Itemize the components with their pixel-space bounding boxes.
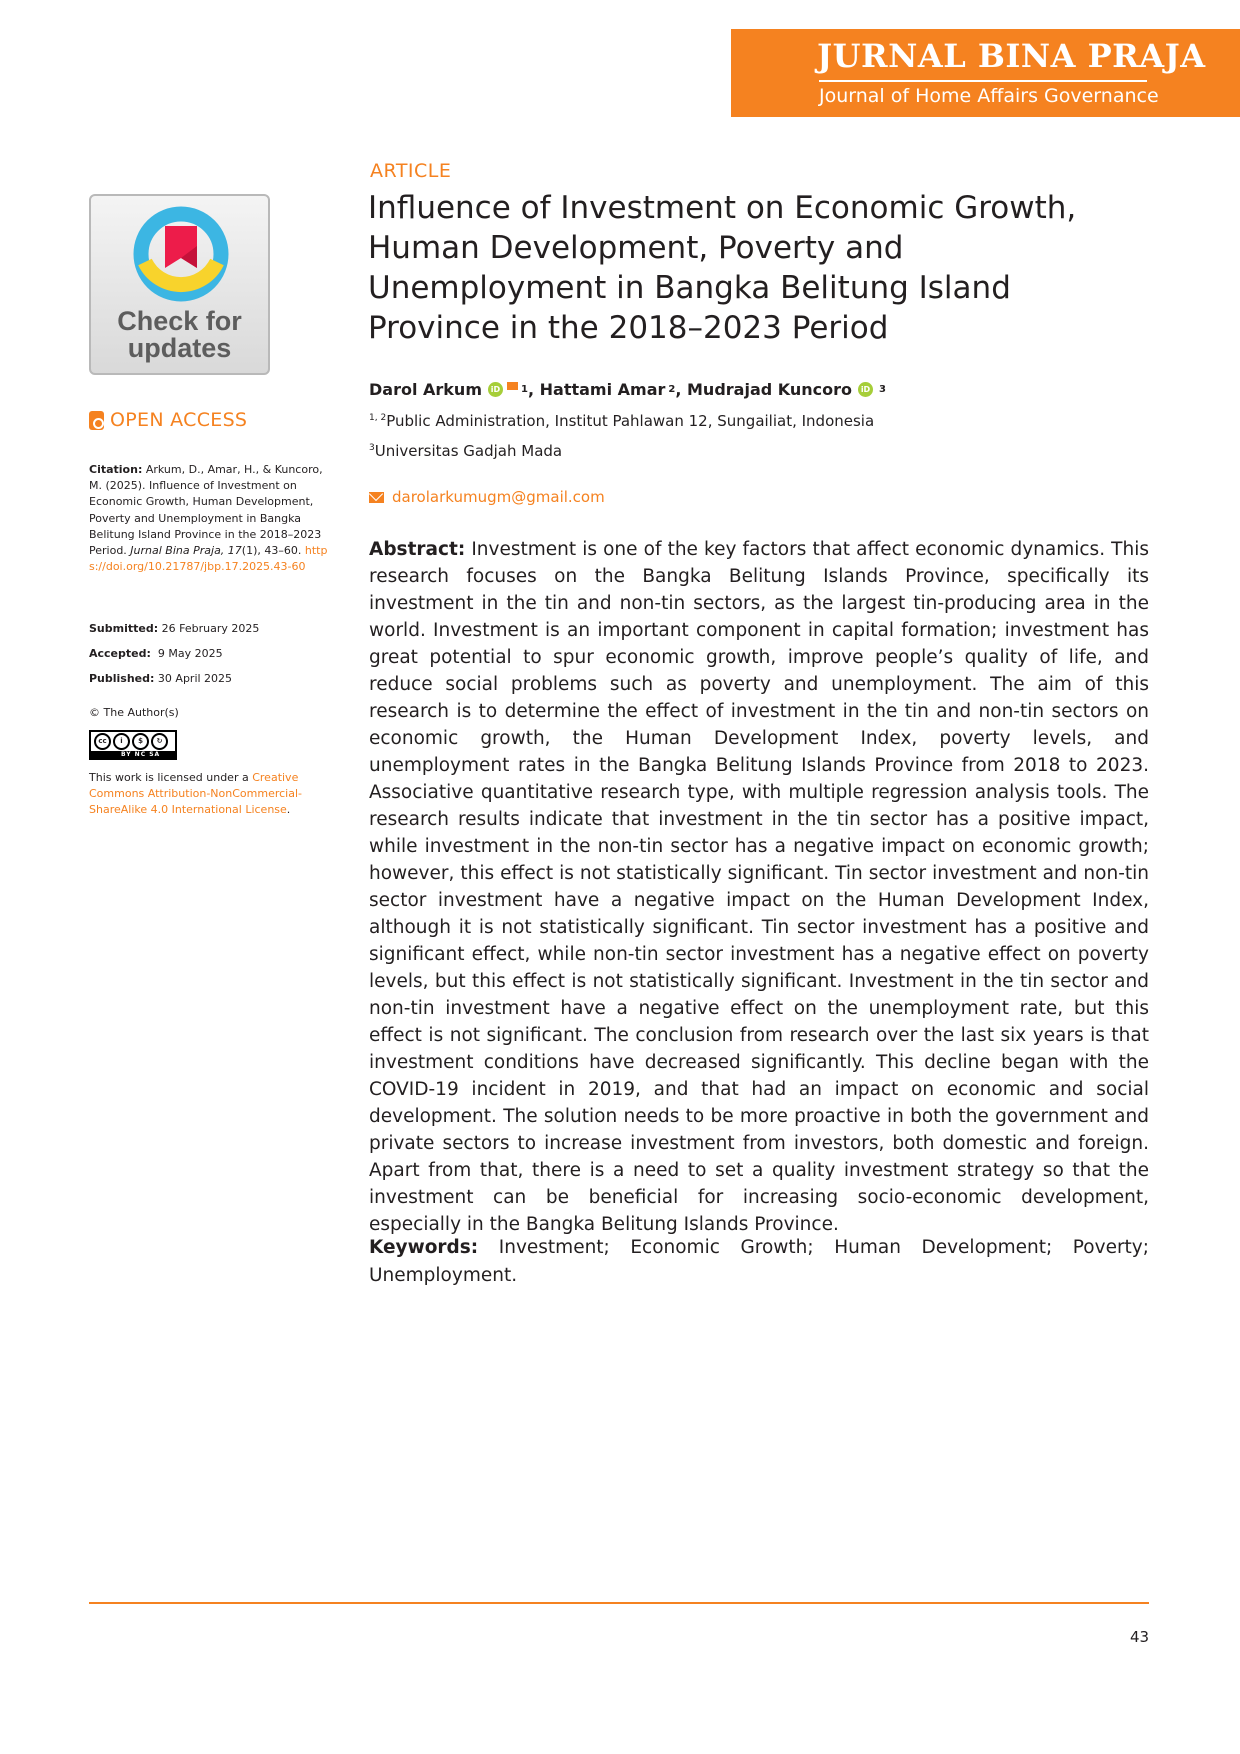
submitted-date: 26 February 2025 <box>161 622 260 635</box>
by-icon: i <box>113 733 130 750</box>
affiliation-text: Public Administration, Institut Pahlawan… <box>386 412 875 430</box>
sa-icon: ↻ <box>151 733 168 750</box>
author-name: Mudrajad Kuncoro <box>687 380 853 399</box>
accepted-label: Accepted: <box>89 647 151 660</box>
citation-journal: Jurnal Bina Praja, 17 <box>130 544 242 558</box>
cc-icon: cc <box>94 733 111 750</box>
crossmark-line1: Check for <box>117 306 242 336</box>
cc-badge-labels: BY NC SA <box>91 751 175 758</box>
doi-link[interactable]: https://doi.org/10.21787/jbp.17.2025.43-… <box>89 544 328 574</box>
open-access-text: OPEN ACCESS <box>110 409 248 431</box>
copyright-notice: © The Author(s) <box>89 706 179 719</box>
abstract-label: Abstract: <box>369 539 466 560</box>
crossmark-line2: updates <box>127 333 232 363</box>
check-for-updates-text: Check for updates <box>91 308 268 362</box>
journal-subtitle: Journal of Home Affairs Governance <box>819 85 1159 107</box>
license-prefix: This work is licensed under a <box>89 771 249 784</box>
affiliation-sup: 3 <box>369 443 375 453</box>
published-label: Published: <box>89 672 155 685</box>
submitted-label: Submitted: <box>89 622 159 635</box>
orcid-icon[interactable]: iD <box>488 382 503 397</box>
cc-license-badge[interactable]: cc i $ ↻ BY NC SA <box>89 730 177 760</box>
author-list: Darol Arkum iD 1, Hattami Amar 2, Mudraj… <box>369 380 886 399</box>
crossmark-icon <box>133 206 229 302</box>
email-icon[interactable] <box>507 381 518 390</box>
corresponding-email[interactable]: darolarkumugm@gmail.com <box>369 488 605 506</box>
open-access-label: OPEN ACCESS <box>89 409 247 431</box>
keywords: Keywords: Investment; Economic Growth; H… <box>369 1234 1149 1290</box>
envelope-icon <box>369 491 384 503</box>
author-name: Darol Arkum <box>369 380 482 399</box>
page-number: 43 <box>1130 1628 1150 1646</box>
author-name: Hattami Amar <box>539 380 666 399</box>
license-link[interactable]: Creative Commons Attribution-NonCommerci… <box>89 771 302 816</box>
published-date: 30 April 2025 <box>157 672 233 685</box>
keywords-text: Investment; Economic Growth; Human Devel… <box>369 1237 1149 1286</box>
journal-name: JURNAL BINA PRAJA <box>817 37 1206 75</box>
email-address[interactable]: darolarkumugm@gmail.com <box>392 488 605 506</box>
submitted-row: Submitted: 26 February 2025 <box>89 616 329 641</box>
article-title: Influence of Investment on Economic Grow… <box>368 190 1077 346</box>
orcid-icon[interactable]: iD <box>858 382 874 397</box>
open-lock-icon <box>89 410 104 430</box>
journal-divider <box>819 80 1147 82</box>
affiliation-sup: 1, 2 <box>369 413 387 423</box>
journal-banner: JURNAL BINA PRAJA Journal of Home Affair… <box>731 29 1240 117</box>
abstract-text: Investment is one of the key factors tha… <box>369 539 1149 1235</box>
check-for-updates-badge[interactable]: Check for updates <box>89 194 270 375</box>
license-text: This work is licensed under a Creative C… <box>89 770 329 818</box>
article-type-label: ARTICLE <box>370 160 452 182</box>
license-suffix: . <box>286 803 291 816</box>
citation-block: Citation: Arkum, D., Amar, H., & Kuncoro… <box>89 462 329 575</box>
cc-icons: cc i $ ↻ <box>91 732 175 751</box>
citation-text: Arkum, D., Amar, H., & Kuncoro, M. (2025… <box>89 463 323 558</box>
citation-pages: (1), 43–60. <box>241 544 302 558</box>
affiliation-text: Universitas Gadjah Mada <box>374 442 563 460</box>
published-row: Published: 30 April 2025 <box>89 666 329 691</box>
accepted-row: Accepted: 9 May 2025 <box>89 641 329 666</box>
author-affiliation-sup: 3 <box>879 384 886 395</box>
footer-divider <box>89 1602 1149 1604</box>
affiliation-line: 3Universitas Gadjah Mada <box>369 442 562 460</box>
nc-icon: $ <box>132 733 149 750</box>
accepted-date: 9 May 2025 <box>157 647 223 660</box>
affiliation-line: 1, 2Public Administration, Institut Pahl… <box>369 412 874 430</box>
author-affiliation-sup: 2 <box>668 384 676 395</box>
keywords-label: Keywords: <box>369 1237 479 1258</box>
abstract: Abstract: Investment is one of the key f… <box>369 536 1149 1238</box>
author-affiliation-sup: 1 <box>521 384 528 395</box>
publication-dates: Submitted: 26 February 2025 Accepted: 9 … <box>89 616 329 691</box>
citation-label: Citation: <box>89 463 143 476</box>
author-separator: , <box>675 380 687 399</box>
author-separator: , <box>527 380 540 399</box>
